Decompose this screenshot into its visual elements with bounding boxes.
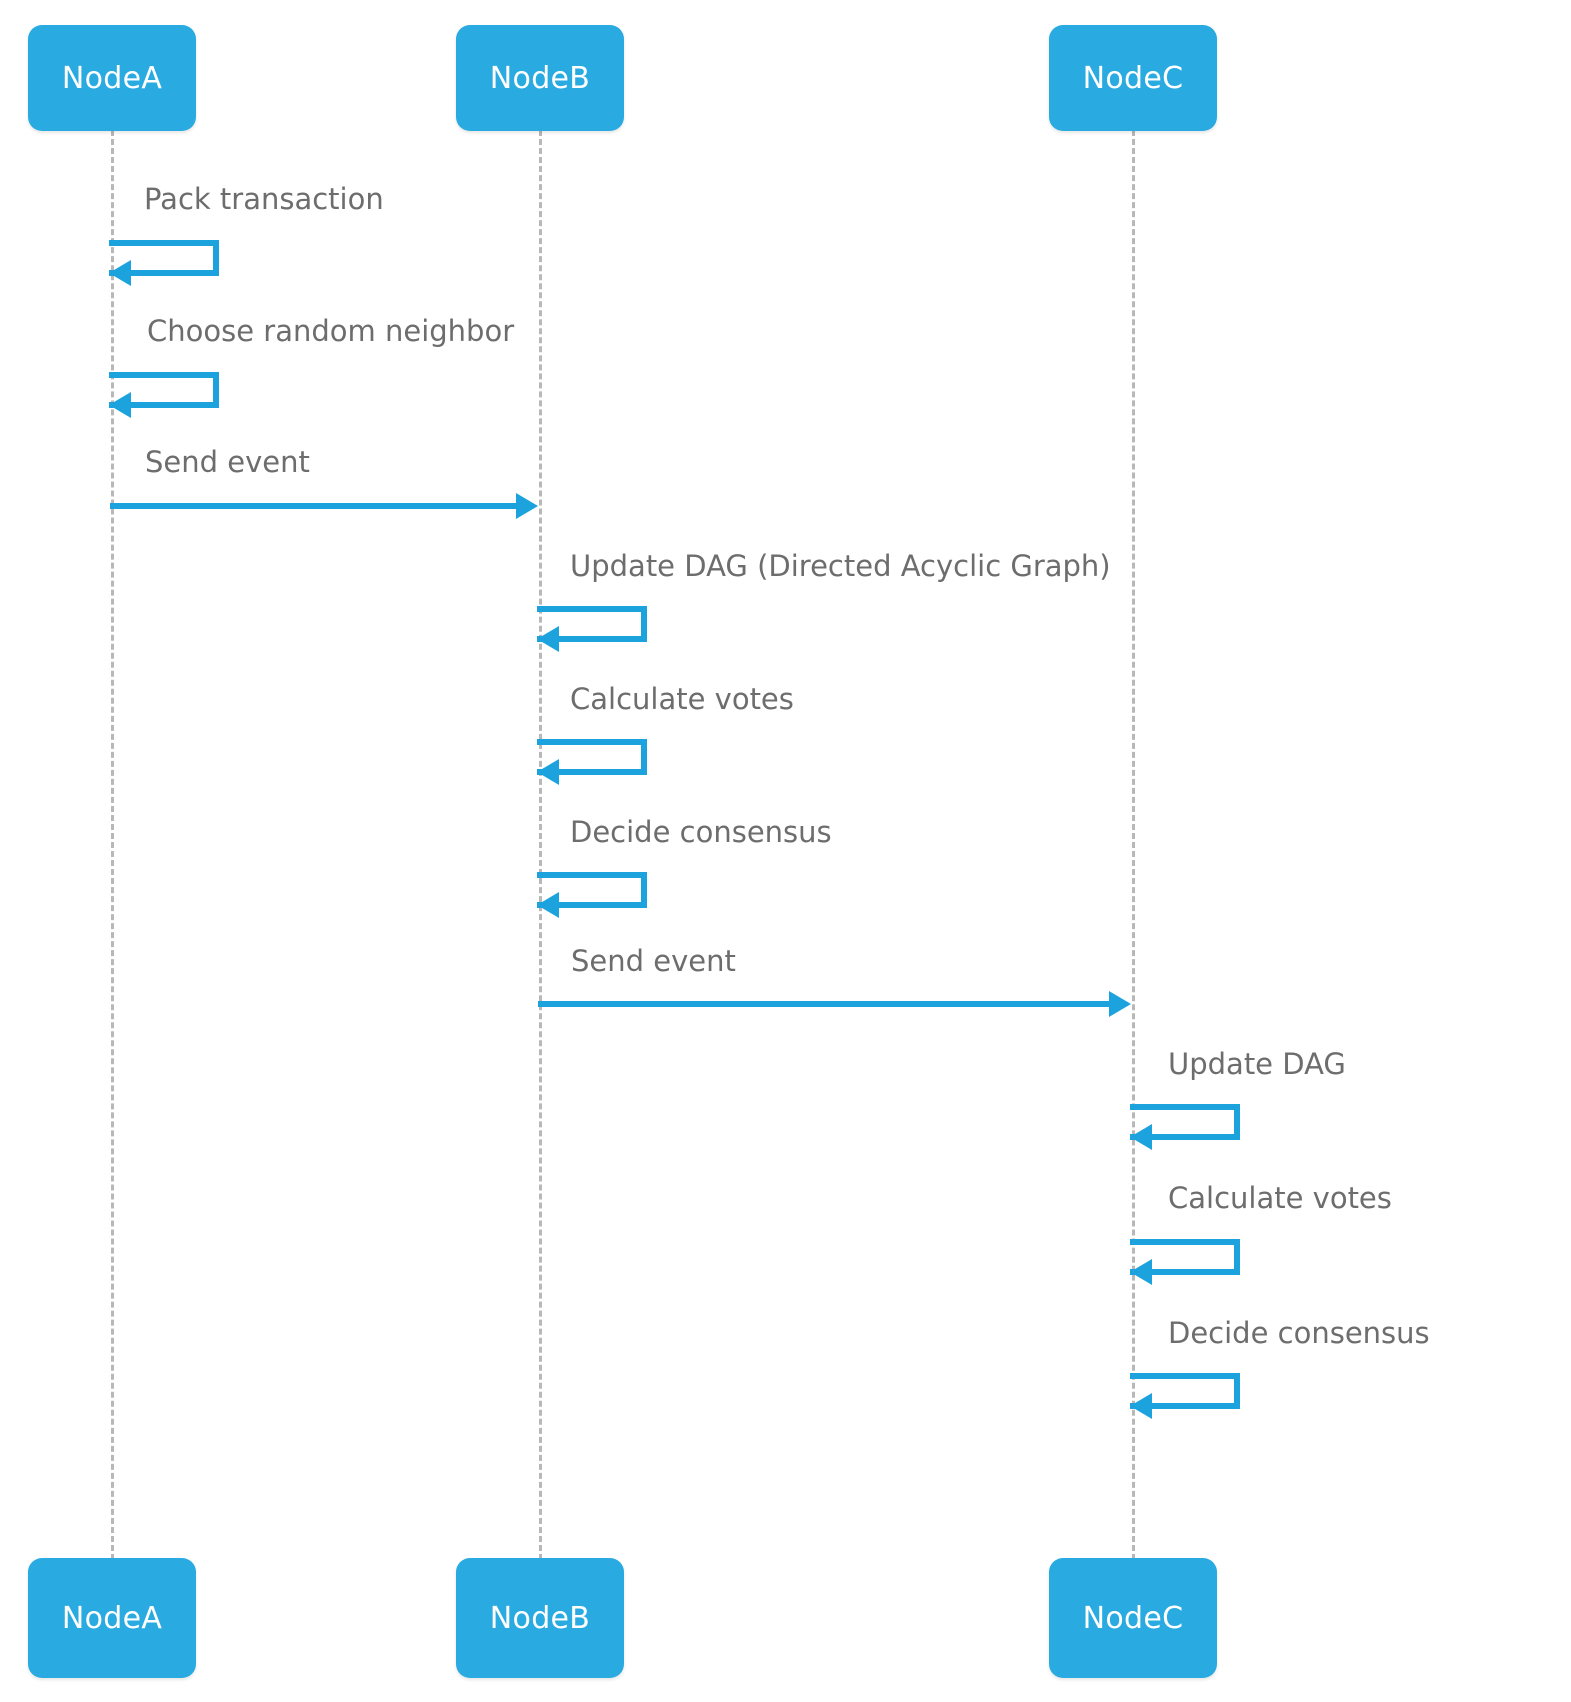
selfloop-arrowhead-icon	[1130, 1393, 1152, 1419]
selfloop-bottom-segment	[109, 402, 219, 408]
message-label-decide-consensus-c: Decide consensus	[1168, 1316, 1430, 1350]
self-message-update-dag-short[interactable]	[1130, 1104, 1246, 1150]
message-label-send-event-b-c: Send event	[571, 944, 736, 978]
selfloop-arrowhead-icon	[1130, 1124, 1152, 1150]
message-label-calculate-votes-b: Calculate votes	[570, 682, 794, 716]
participant-box-nodeB-top[interactable]: NodeB	[456, 25, 624, 131]
selfloop-bottom-segment	[109, 270, 219, 276]
participant-label-nodeB-bottom: NodeB	[489, 1600, 591, 1636]
selfloop-right-segment	[1234, 1373, 1240, 1409]
self-message-decide-consensus-b[interactable]	[537, 872, 653, 918]
participant-box-nodeA-top[interactable]: NodeA	[28, 25, 196, 131]
message-arrow-send-event-b-c[interactable]	[538, 1001, 1109, 1007]
self-message-choose-random-neighbor[interactable]	[109, 372, 225, 418]
selfloop-right-segment	[213, 372, 219, 408]
message-label-calculate-votes-c: Calculate votes	[1168, 1181, 1392, 1215]
message-arrowhead-icon-send-event-b-c	[1109, 991, 1131, 1017]
message-label-choose-random-neighbor: Choose random neighbor	[147, 314, 515, 348]
self-message-pack-transaction[interactable]	[109, 240, 225, 286]
selfloop-right-segment	[641, 872, 647, 908]
selfloop-bottom-segment	[537, 636, 647, 642]
participant-box-nodeC-top[interactable]: NodeC	[1049, 25, 1217, 131]
selfloop-bottom-segment	[537, 769, 647, 775]
selfloop-arrowhead-icon	[537, 626, 559, 652]
message-label-decide-consensus-b: Decide consensus	[570, 815, 832, 849]
participant-label-nodeC-top: NodeC	[1082, 60, 1184, 96]
selfloop-top-segment	[1130, 1104, 1240, 1110]
selfloop-top-segment	[537, 739, 647, 745]
selfloop-top-segment	[109, 372, 219, 378]
selfloop-right-segment	[641, 739, 647, 775]
selfloop-arrowhead-icon	[537, 892, 559, 918]
message-label-pack-transaction: Pack transaction	[144, 182, 384, 216]
selfloop-bottom-segment	[1130, 1269, 1240, 1275]
selfloop-bottom-segment	[537, 902, 647, 908]
selfloop-top-segment	[109, 240, 219, 246]
participant-label-nodeA-bottom: NodeA	[61, 1600, 163, 1636]
message-label-send-event-a-b: Send event	[145, 445, 310, 479]
selfloop-arrowhead-icon	[109, 260, 131, 286]
lifeline-nodeA	[111, 130, 114, 1560]
selfloop-arrowhead-icon	[537, 759, 559, 785]
participant-label-nodeB-top: NodeB	[489, 60, 591, 96]
message-label-update-dag-full: Update DAG (Directed Acyclic Graph)	[570, 549, 1111, 583]
participant-box-nodeC-bottom[interactable]: NodeC	[1049, 1558, 1217, 1678]
selfloop-top-segment	[537, 872, 647, 878]
selfloop-arrowhead-icon	[109, 392, 131, 418]
selfloop-bottom-segment	[1130, 1134, 1240, 1140]
selfloop-right-segment	[641, 606, 647, 642]
selfloop-top-segment	[537, 606, 647, 612]
selfloop-top-segment	[1130, 1239, 1240, 1245]
participant-box-nodeA-bottom[interactable]: NodeA	[28, 1558, 196, 1678]
selfloop-bottom-segment	[1130, 1403, 1240, 1409]
selfloop-arrowhead-icon	[1130, 1259, 1152, 1285]
participant-label-nodeA-top: NodeA	[61, 60, 163, 96]
lifeline-nodeB	[539, 130, 542, 1560]
self-message-calculate-votes-b[interactable]	[537, 739, 653, 785]
message-arrow-send-event-a-b[interactable]	[110, 503, 516, 509]
message-label-update-dag-short: Update DAG	[1168, 1047, 1346, 1081]
self-message-decide-consensus-c[interactable]	[1130, 1373, 1246, 1419]
self-message-calculate-votes-c[interactable]	[1130, 1239, 1246, 1285]
participant-label-nodeC-bottom: NodeC	[1082, 1600, 1184, 1636]
selfloop-right-segment	[1234, 1104, 1240, 1140]
lifeline-nodeC	[1132, 130, 1135, 1560]
self-message-update-dag-full[interactable]	[537, 606, 653, 652]
message-arrowhead-icon-send-event-a-b	[516, 493, 538, 519]
participant-box-nodeB-bottom[interactable]: NodeB	[456, 1558, 624, 1678]
selfloop-top-segment	[1130, 1373, 1240, 1379]
selfloop-right-segment	[213, 240, 219, 276]
selfloop-right-segment	[1234, 1239, 1240, 1275]
